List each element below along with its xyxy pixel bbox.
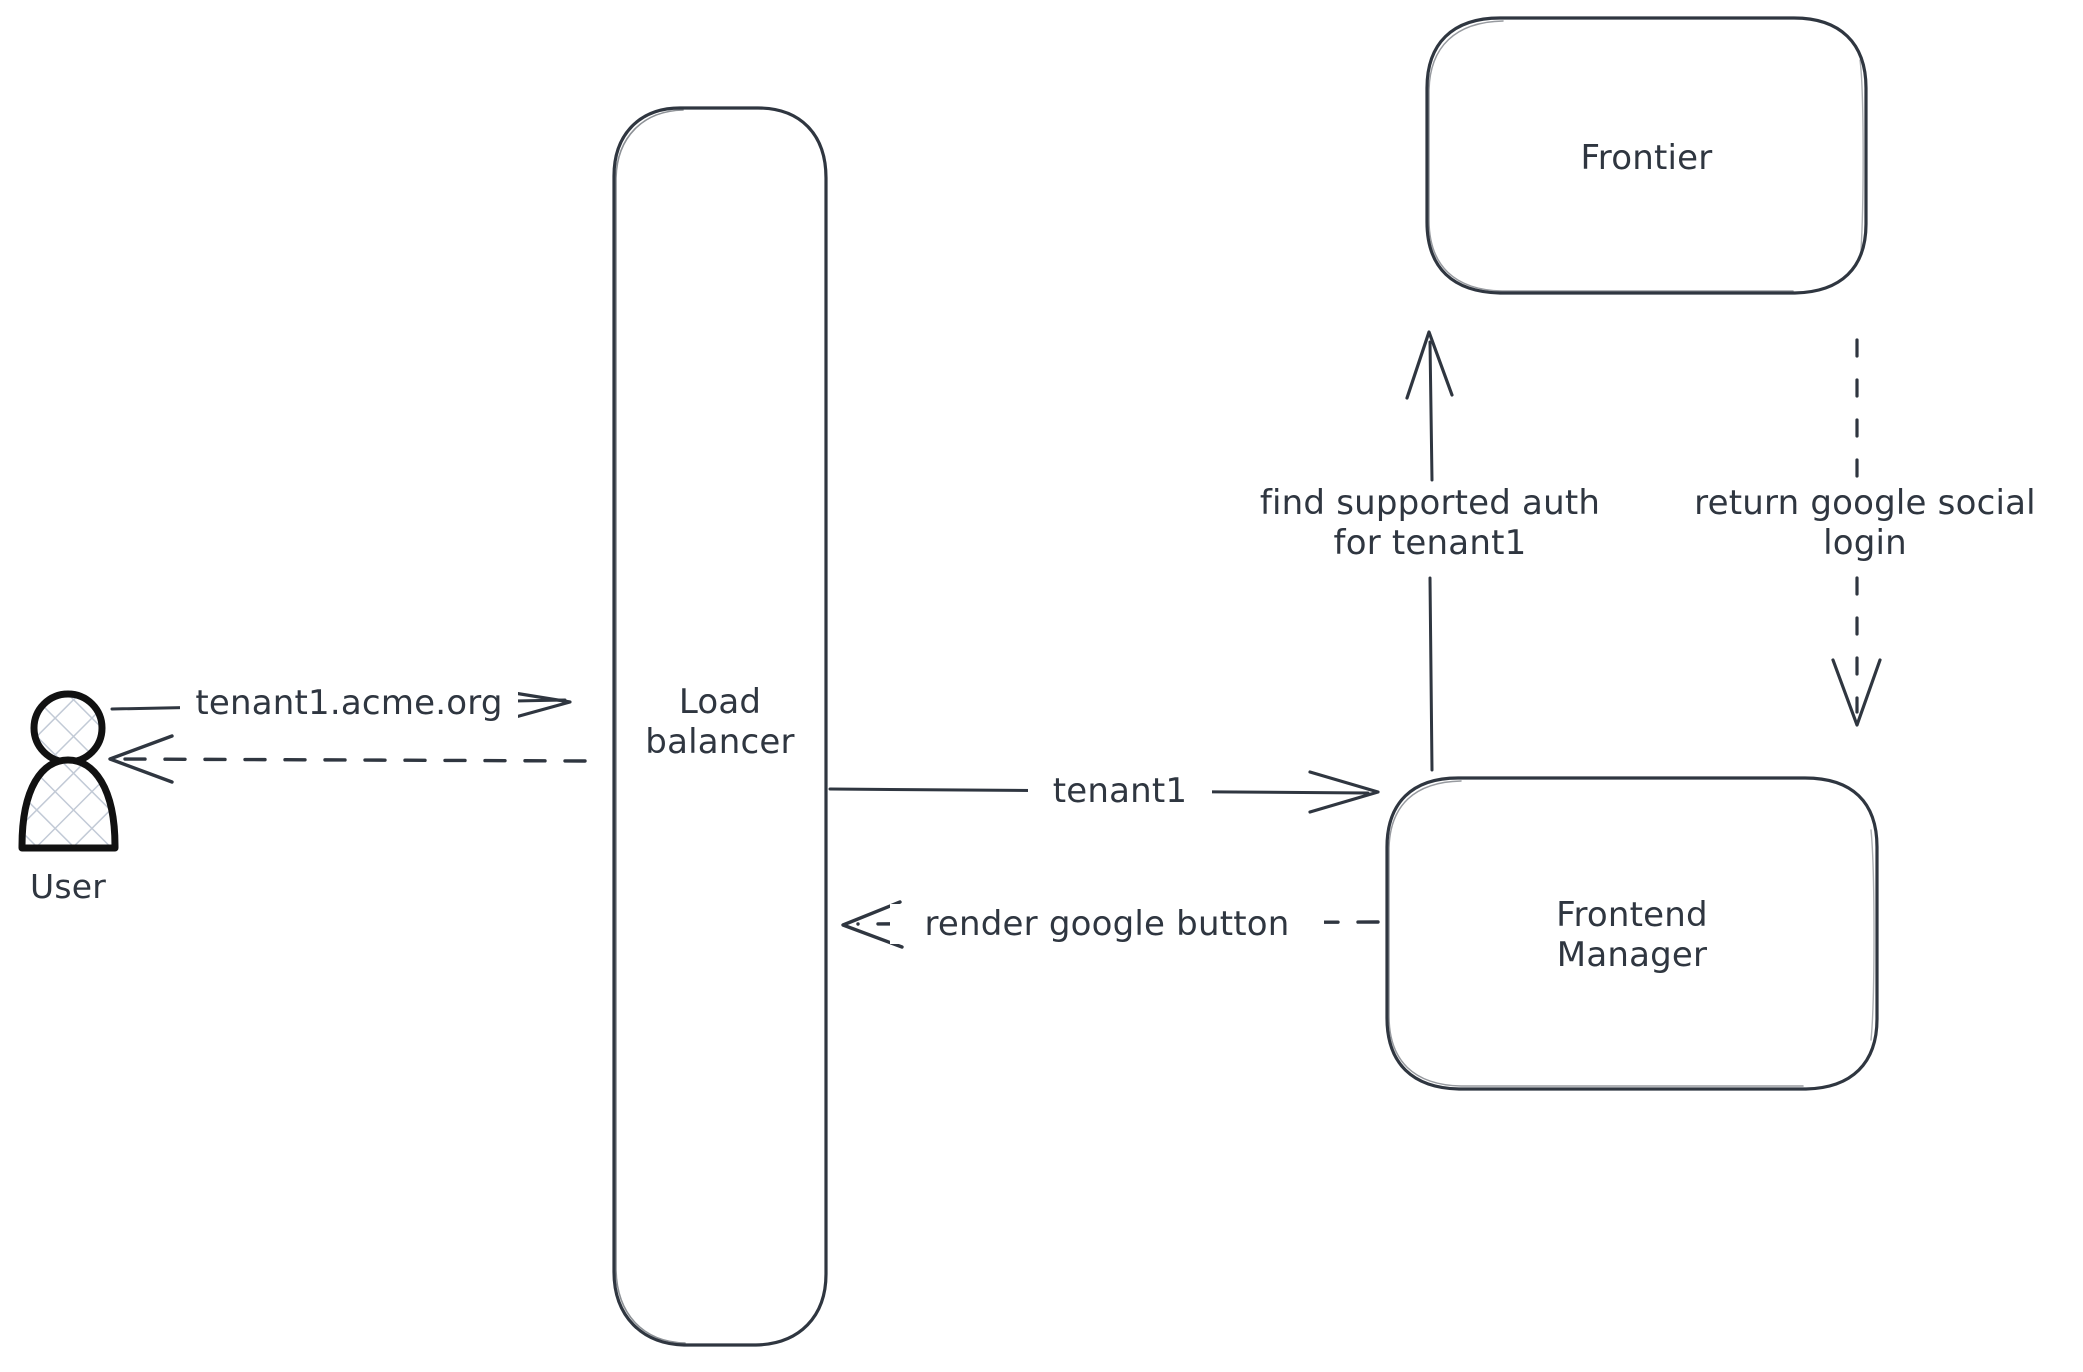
node-label-frontier: Frontier [1580, 138, 1713, 178]
node-frontier-shape[interactable] [1425, 16, 1868, 295]
edge-label-fm-to-lb: render google button [890, 904, 1324, 945]
node-label-user: User [29, 867, 107, 906]
edge-frontier-to-fm [1831, 338, 1882, 727]
edge-label-fm-to-frontier: find supported auth for tenant1 [1259, 483, 1601, 564]
person-icon [18, 690, 119, 852]
node-label-load-balancer: Load balancer [645, 682, 795, 763]
node-label-frontend-manager: Frontend Manager [1556, 895, 1708, 976]
node-frontend-manager-shape[interactable] [1385, 776, 1879, 1091]
node-load-balancer-shape[interactable] [612, 106, 828, 1347]
edge-label-user-to-lb: tenant1.acme.org [180, 683, 518, 724]
edge-label-lb-to-fm: tenant1 [1028, 771, 1212, 812]
edge-lb-to-user [108, 734, 587, 784]
edge-label-frontier-to-fm: return google social login [1694, 483, 2036, 564]
edge-fm-to-frontier [1405, 330, 1454, 772]
